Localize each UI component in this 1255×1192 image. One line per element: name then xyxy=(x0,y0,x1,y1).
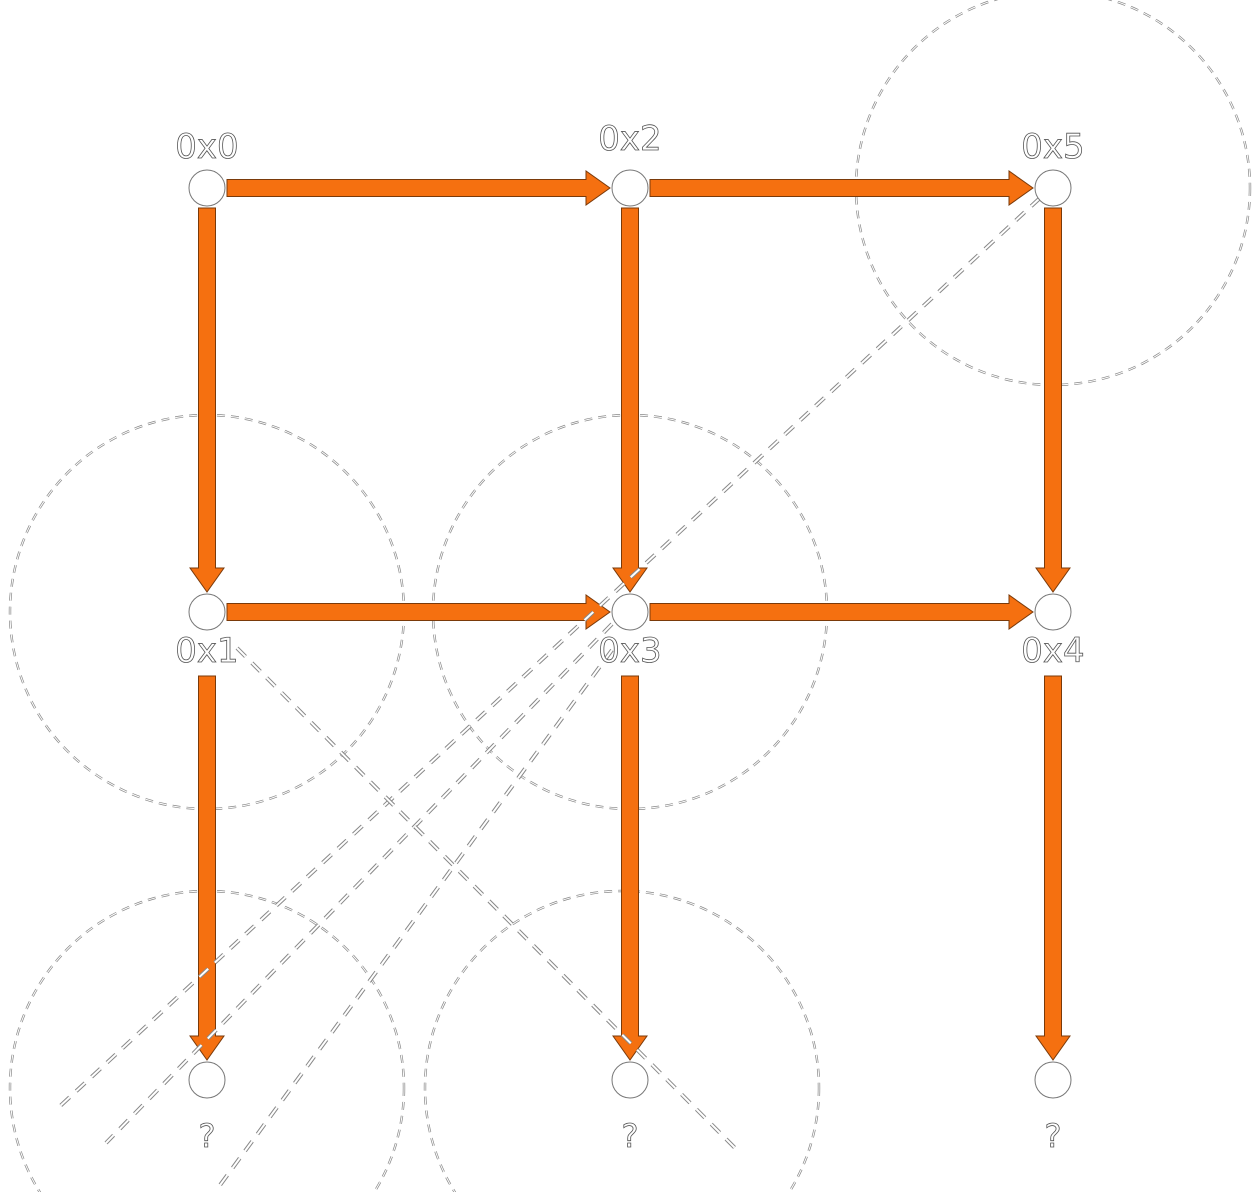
node-n05[interactable]: 0x5 xyxy=(1021,127,1085,207)
node-u3[interactable]: ? xyxy=(1034,1061,1072,1155)
dashed-lines xyxy=(56,196,1042,1192)
edge-arrow xyxy=(612,207,648,593)
edge-arrow xyxy=(1035,675,1071,1061)
edge-arrow xyxy=(649,170,1034,206)
node-n00[interactable]: 0x0 xyxy=(175,127,239,207)
node-circle[interactable] xyxy=(611,169,649,207)
node-label: ? xyxy=(1045,1117,1062,1155)
graph-nodes: 0x0 0x2 0x5 0x1 0x3 0x4??? xyxy=(175,119,1085,1156)
node-label: 0x1 xyxy=(175,631,238,671)
node-n04[interactable]: 0x4 xyxy=(1021,593,1085,671)
node-circle[interactable] xyxy=(188,593,226,631)
edge-arrow xyxy=(189,207,225,593)
edge-arrow xyxy=(226,594,611,630)
edge-arrow xyxy=(189,675,225,1061)
node-label: ? xyxy=(199,1117,216,1155)
node-circle[interactable] xyxy=(1034,593,1072,631)
edge-arrow xyxy=(612,675,648,1061)
edge-arrows xyxy=(189,170,1071,1061)
node-u1[interactable]: ? xyxy=(188,1061,226,1155)
node-circle[interactable] xyxy=(611,593,649,631)
edge-arrow xyxy=(1035,207,1071,593)
node-n03[interactable]: 0x3 xyxy=(598,593,662,671)
node-circle[interactable] xyxy=(188,169,226,207)
node-label: ? xyxy=(622,1117,639,1155)
node-u2[interactable]: ? xyxy=(611,1061,649,1155)
node-circle[interactable] xyxy=(188,1061,226,1099)
node-circle[interactable] xyxy=(1034,1061,1072,1099)
node-label: 0x4 xyxy=(1021,631,1084,671)
node-label: 0x2 xyxy=(598,119,661,159)
node-label: 0x0 xyxy=(175,127,238,167)
node-label: 0x3 xyxy=(598,631,661,671)
node-label: 0x5 xyxy=(1021,127,1084,167)
edge-arrow xyxy=(226,170,611,206)
node-n02[interactable]: 0x2 xyxy=(598,119,662,207)
node-circle[interactable] xyxy=(611,1061,649,1099)
node-n01[interactable]: 0x1 xyxy=(175,593,239,671)
node-circle[interactable] xyxy=(1034,169,1072,207)
edge-arrow xyxy=(649,594,1034,630)
